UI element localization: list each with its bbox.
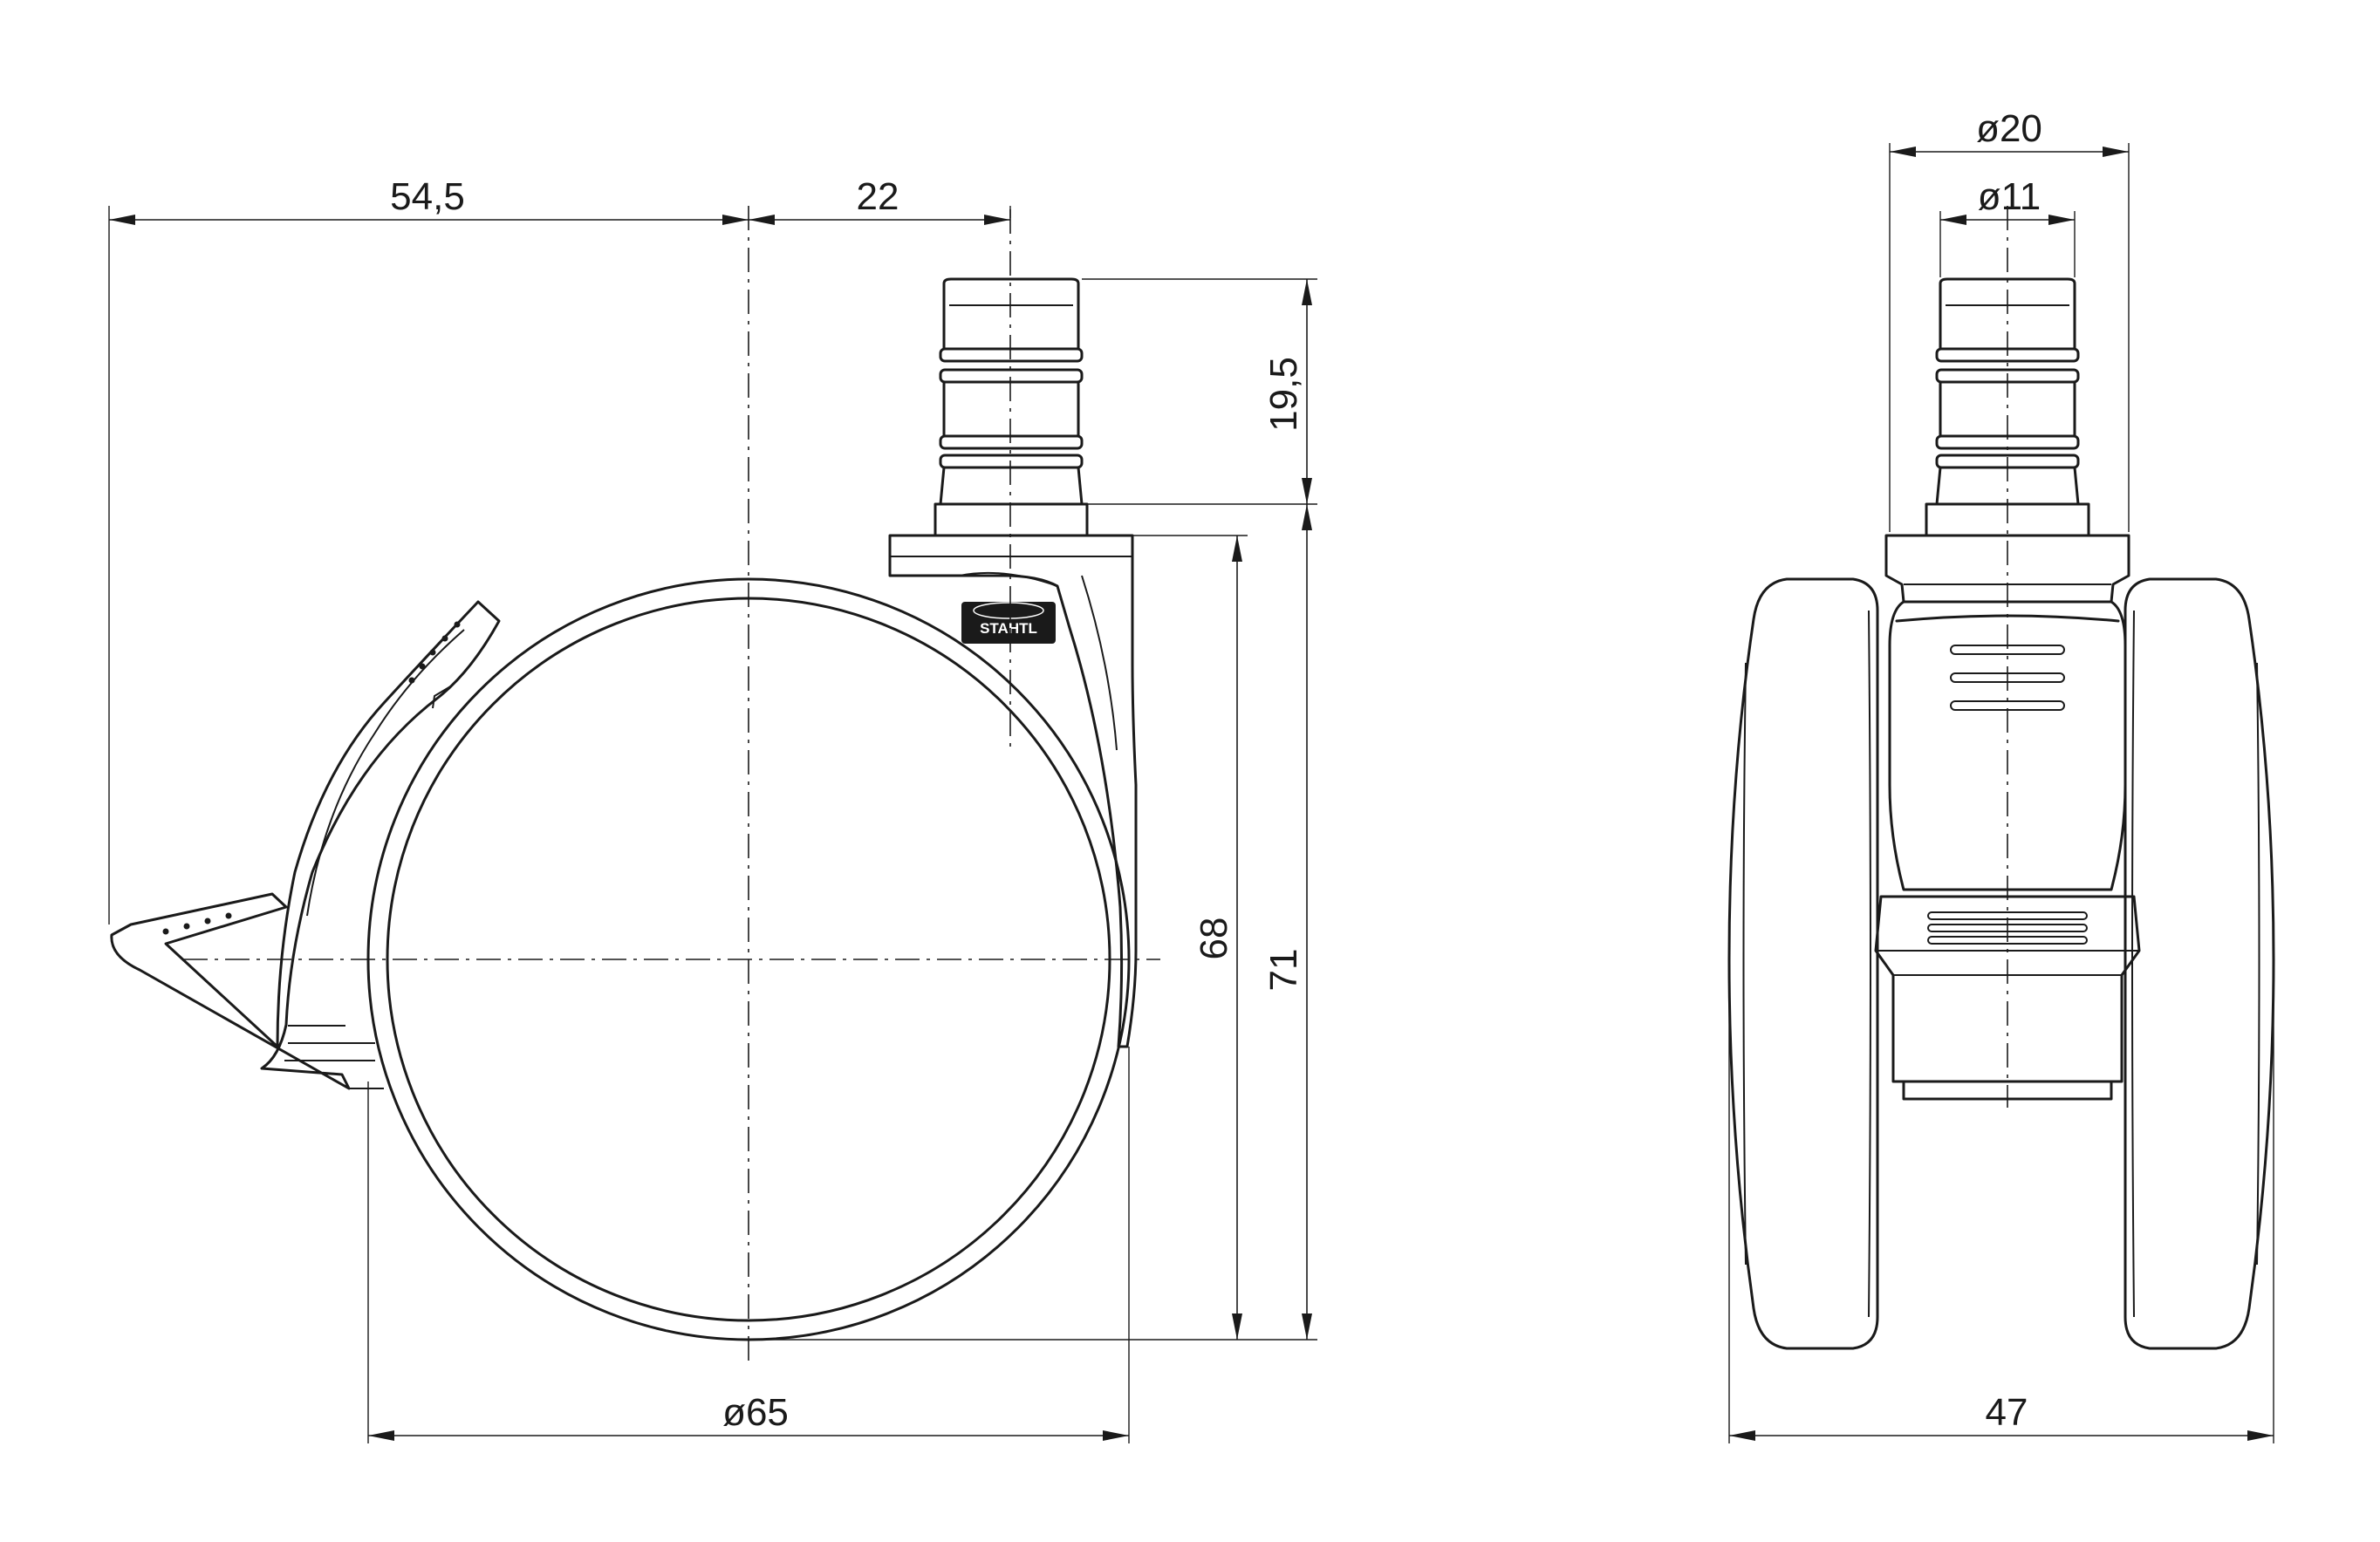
side-view: STAHTL — [108, 175, 1317, 1443]
brand-logo: STAHTL — [961, 602, 1056, 644]
front-right-wheel — [2124, 577, 2275, 1350]
dimension-19-5: 19,5 — [1262, 279, 1312, 504]
stem — [934, 277, 1089, 537]
dim-label-47: 47 — [1986, 1391, 2028, 1434]
front-left-wheel — [1727, 577, 1879, 1350]
dim-label-71: 71 — [1262, 949, 1305, 992]
dimension-11-diameter: ø11 — [1940, 175, 2075, 225]
brake-pedal — [110, 600, 501, 1090]
dim-label-22: 22 — [857, 175, 899, 218]
dimension-20-diameter: ø20 — [1890, 107, 2129, 157]
logo-text: STAHTL — [980, 620, 1037, 637]
dimension-22: 22 — [749, 175, 1010, 225]
dim-label-68: 68 — [1193, 918, 1235, 960]
dim-label-65-diameter: ø65 — [722, 1391, 789, 1434]
pedal-grip-dots — [162, 621, 461, 935]
front-view: ø20 ø11 47 — [1727, 107, 2275, 1443]
dimension-68: 68 — [1193, 536, 1242, 1340]
housing: STAHTL — [888, 534, 1138, 1048]
dimension-47: 47 — [1729, 1391, 2274, 1441]
dimension-54-5: 54,5 — [109, 175, 749, 225]
dim-label-19-5: 19,5 — [1262, 357, 1305, 432]
dimension-65-diameter: ø65 — [368, 1391, 1129, 1441]
dimension-71: 71 — [1262, 504, 1312, 1340]
dim-label-20-diameter: ø20 — [1976, 107, 2042, 150]
dim-label-11-diameter: ø11 — [1978, 175, 2041, 218]
dim-label-54-5: 54,5 — [390, 175, 465, 218]
